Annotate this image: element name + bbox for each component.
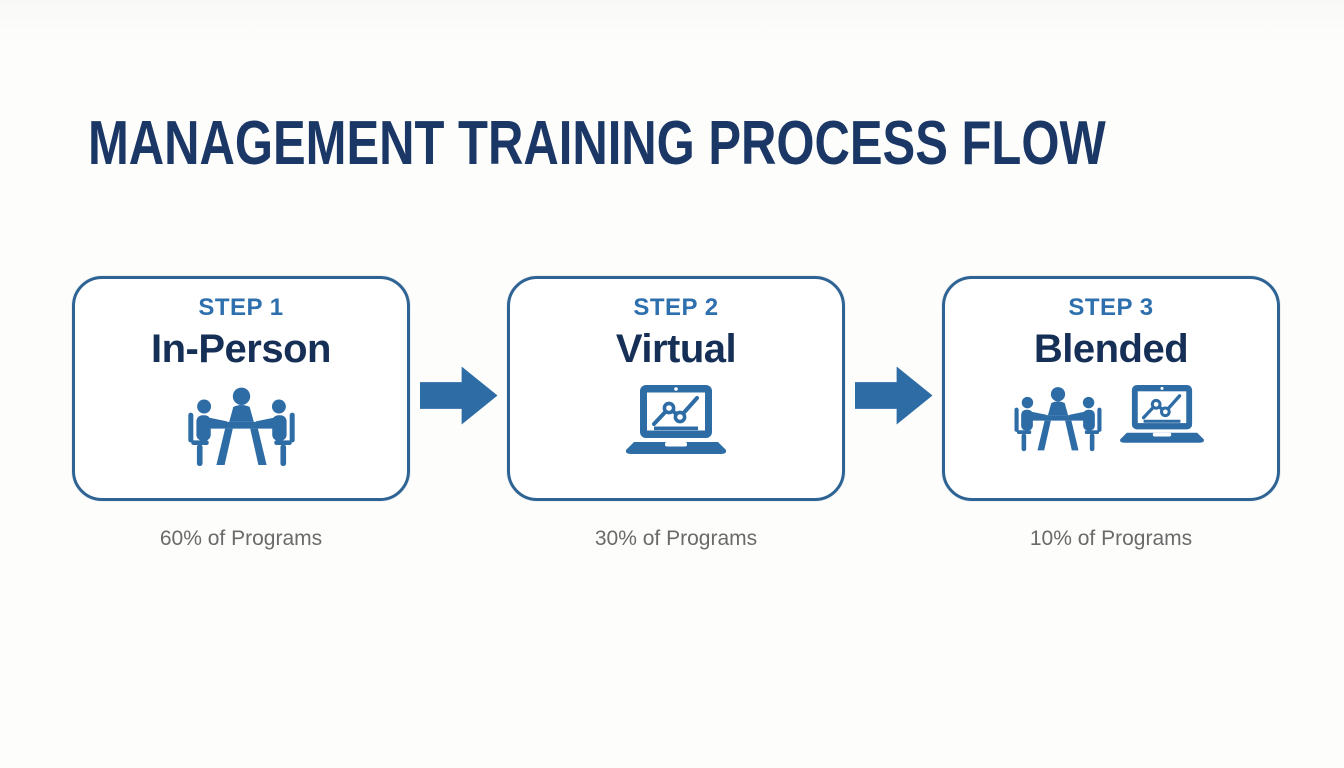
step-1-icons xyxy=(75,385,407,467)
step-2-icons xyxy=(510,385,842,465)
step-3-label: STEP 3 xyxy=(1068,294,1154,321)
laptop-chart-icon xyxy=(1116,385,1208,452)
page-title: MANAGEMENT TRAINING PROCESS FLOW xyxy=(88,109,1106,178)
right-arrow-icon xyxy=(854,366,933,425)
step-card-3: STEP 3 Blended xyxy=(942,276,1280,501)
step-2-label: STEP 2 xyxy=(633,294,719,321)
captions-row: 60% of Programs 30% of Programs 10% of P… xyxy=(72,527,1280,551)
caption-gap xyxy=(845,527,942,551)
connector-2 xyxy=(845,276,942,501)
right-arrow-icon xyxy=(419,366,498,425)
meeting-icon xyxy=(188,385,295,467)
meeting-icon xyxy=(1014,385,1102,452)
step-3-caption: 10% of Programs xyxy=(1029,527,1193,550)
step-card-2: STEP 2 Virtual xyxy=(507,276,845,501)
step-2-name: Virtual xyxy=(615,327,737,371)
step-2-caption: 30% of Programs xyxy=(594,527,758,550)
connector-1 xyxy=(410,276,507,501)
step-1-caption: 60% of Programs xyxy=(159,527,323,550)
laptop-chart-icon xyxy=(621,385,731,465)
step-3-name: Blended xyxy=(1033,327,1189,371)
caption-gap xyxy=(410,527,507,551)
process-flow: STEP 1 In-Person STEP 2 Virtual STEP 3 B… xyxy=(72,276,1280,501)
step-card-1: STEP 1 In-Person xyxy=(72,276,410,501)
step-1-name: In-Person xyxy=(151,327,331,371)
step-1-label: STEP 1 xyxy=(198,294,284,321)
step-3-icons xyxy=(945,385,1277,452)
